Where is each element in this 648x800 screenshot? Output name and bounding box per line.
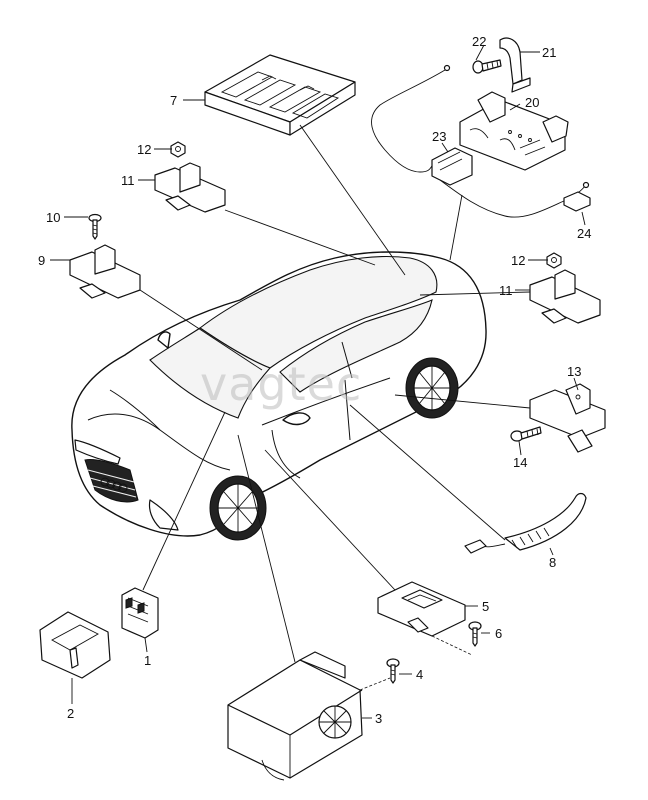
callout-4[interactable]: 4 bbox=[416, 667, 423, 682]
callout-1[interactable]: 1 bbox=[144, 653, 151, 668]
callout-8[interactable]: 8 bbox=[549, 555, 556, 570]
antenna-cable bbox=[371, 64, 590, 218]
callout-numbers: 7 12 11 10 9 22 21 20 23 24 12 11 13 14 … bbox=[38, 34, 591, 726]
callout-11-right[interactable]: 11 bbox=[499, 283, 513, 298]
part-9-antenna[interactable] bbox=[69, 244, 141, 299]
part-23-connector[interactable] bbox=[431, 147, 473, 186]
part-11-antenna-right[interactable] bbox=[529, 269, 601, 324]
part-8-door-handle-sensor[interactable] bbox=[464, 492, 587, 554]
part-6-screw[interactable] bbox=[468, 621, 482, 647]
callout-24[interactable]: 24 bbox=[577, 226, 591, 241]
part-2-bracket[interactable] bbox=[39, 611, 111, 679]
callout-12-left[interactable]: 12 bbox=[137, 142, 151, 157]
part-3-sensor-unit[interactable] bbox=[227, 651, 363, 781]
part-14-screw[interactable] bbox=[510, 426, 542, 442]
callout-7[interactable]: 7 bbox=[170, 93, 177, 108]
callout-21[interactable]: 21 bbox=[542, 45, 556, 60]
callout-3[interactable]: 3 bbox=[375, 711, 382, 726]
callout-13[interactable]: 13 bbox=[567, 364, 581, 379]
part-12-nut-left[interactable] bbox=[170, 141, 186, 158]
callout-11-left[interactable]: 11 bbox=[121, 173, 135, 188]
car-illustration bbox=[71, 251, 487, 541]
callout-12-right[interactable]: 12 bbox=[511, 253, 525, 268]
callout-10[interactable]: 10 bbox=[46, 210, 60, 225]
part-12-nut-right[interactable] bbox=[546, 252, 562, 269]
part-7-control-unit[interactable] bbox=[204, 54, 356, 136]
leader-lines bbox=[50, 44, 586, 719]
rear-wheel bbox=[405, 357, 459, 419]
part-24-clip[interactable] bbox=[563, 191, 591, 212]
part-13-bracket[interactable] bbox=[529, 383, 606, 453]
callout-9[interactable]: 9 bbox=[38, 253, 45, 268]
callout-20[interactable]: 20 bbox=[525, 95, 539, 110]
callout-2[interactable]: 2 bbox=[67, 706, 74, 721]
part-4-screw[interactable] bbox=[386, 658, 400, 684]
part-10-screw[interactable] bbox=[88, 213, 102, 240]
callout-23[interactable]: 23 bbox=[432, 129, 446, 144]
callout-14[interactable]: 14 bbox=[513, 455, 527, 470]
part-20-module[interactable] bbox=[459, 91, 569, 171]
front-wheel bbox=[209, 475, 267, 541]
part-5-control-unit[interactable] bbox=[377, 581, 466, 637]
callout-6[interactable]: 6 bbox=[495, 626, 502, 641]
part-21-bracket[interactable] bbox=[499, 37, 531, 93]
part-1-control-unit[interactable] bbox=[121, 587, 159, 639]
part-22-screw[interactable] bbox=[472, 59, 502, 74]
audi-rings bbox=[100, 477, 128, 493]
callout-22[interactable]: 22 bbox=[472, 34, 486, 49]
callout-5[interactable]: 5 bbox=[482, 599, 489, 614]
part-11-antenna-left[interactable] bbox=[154, 162, 226, 213]
watermark: vagtec bbox=[200, 357, 362, 411]
